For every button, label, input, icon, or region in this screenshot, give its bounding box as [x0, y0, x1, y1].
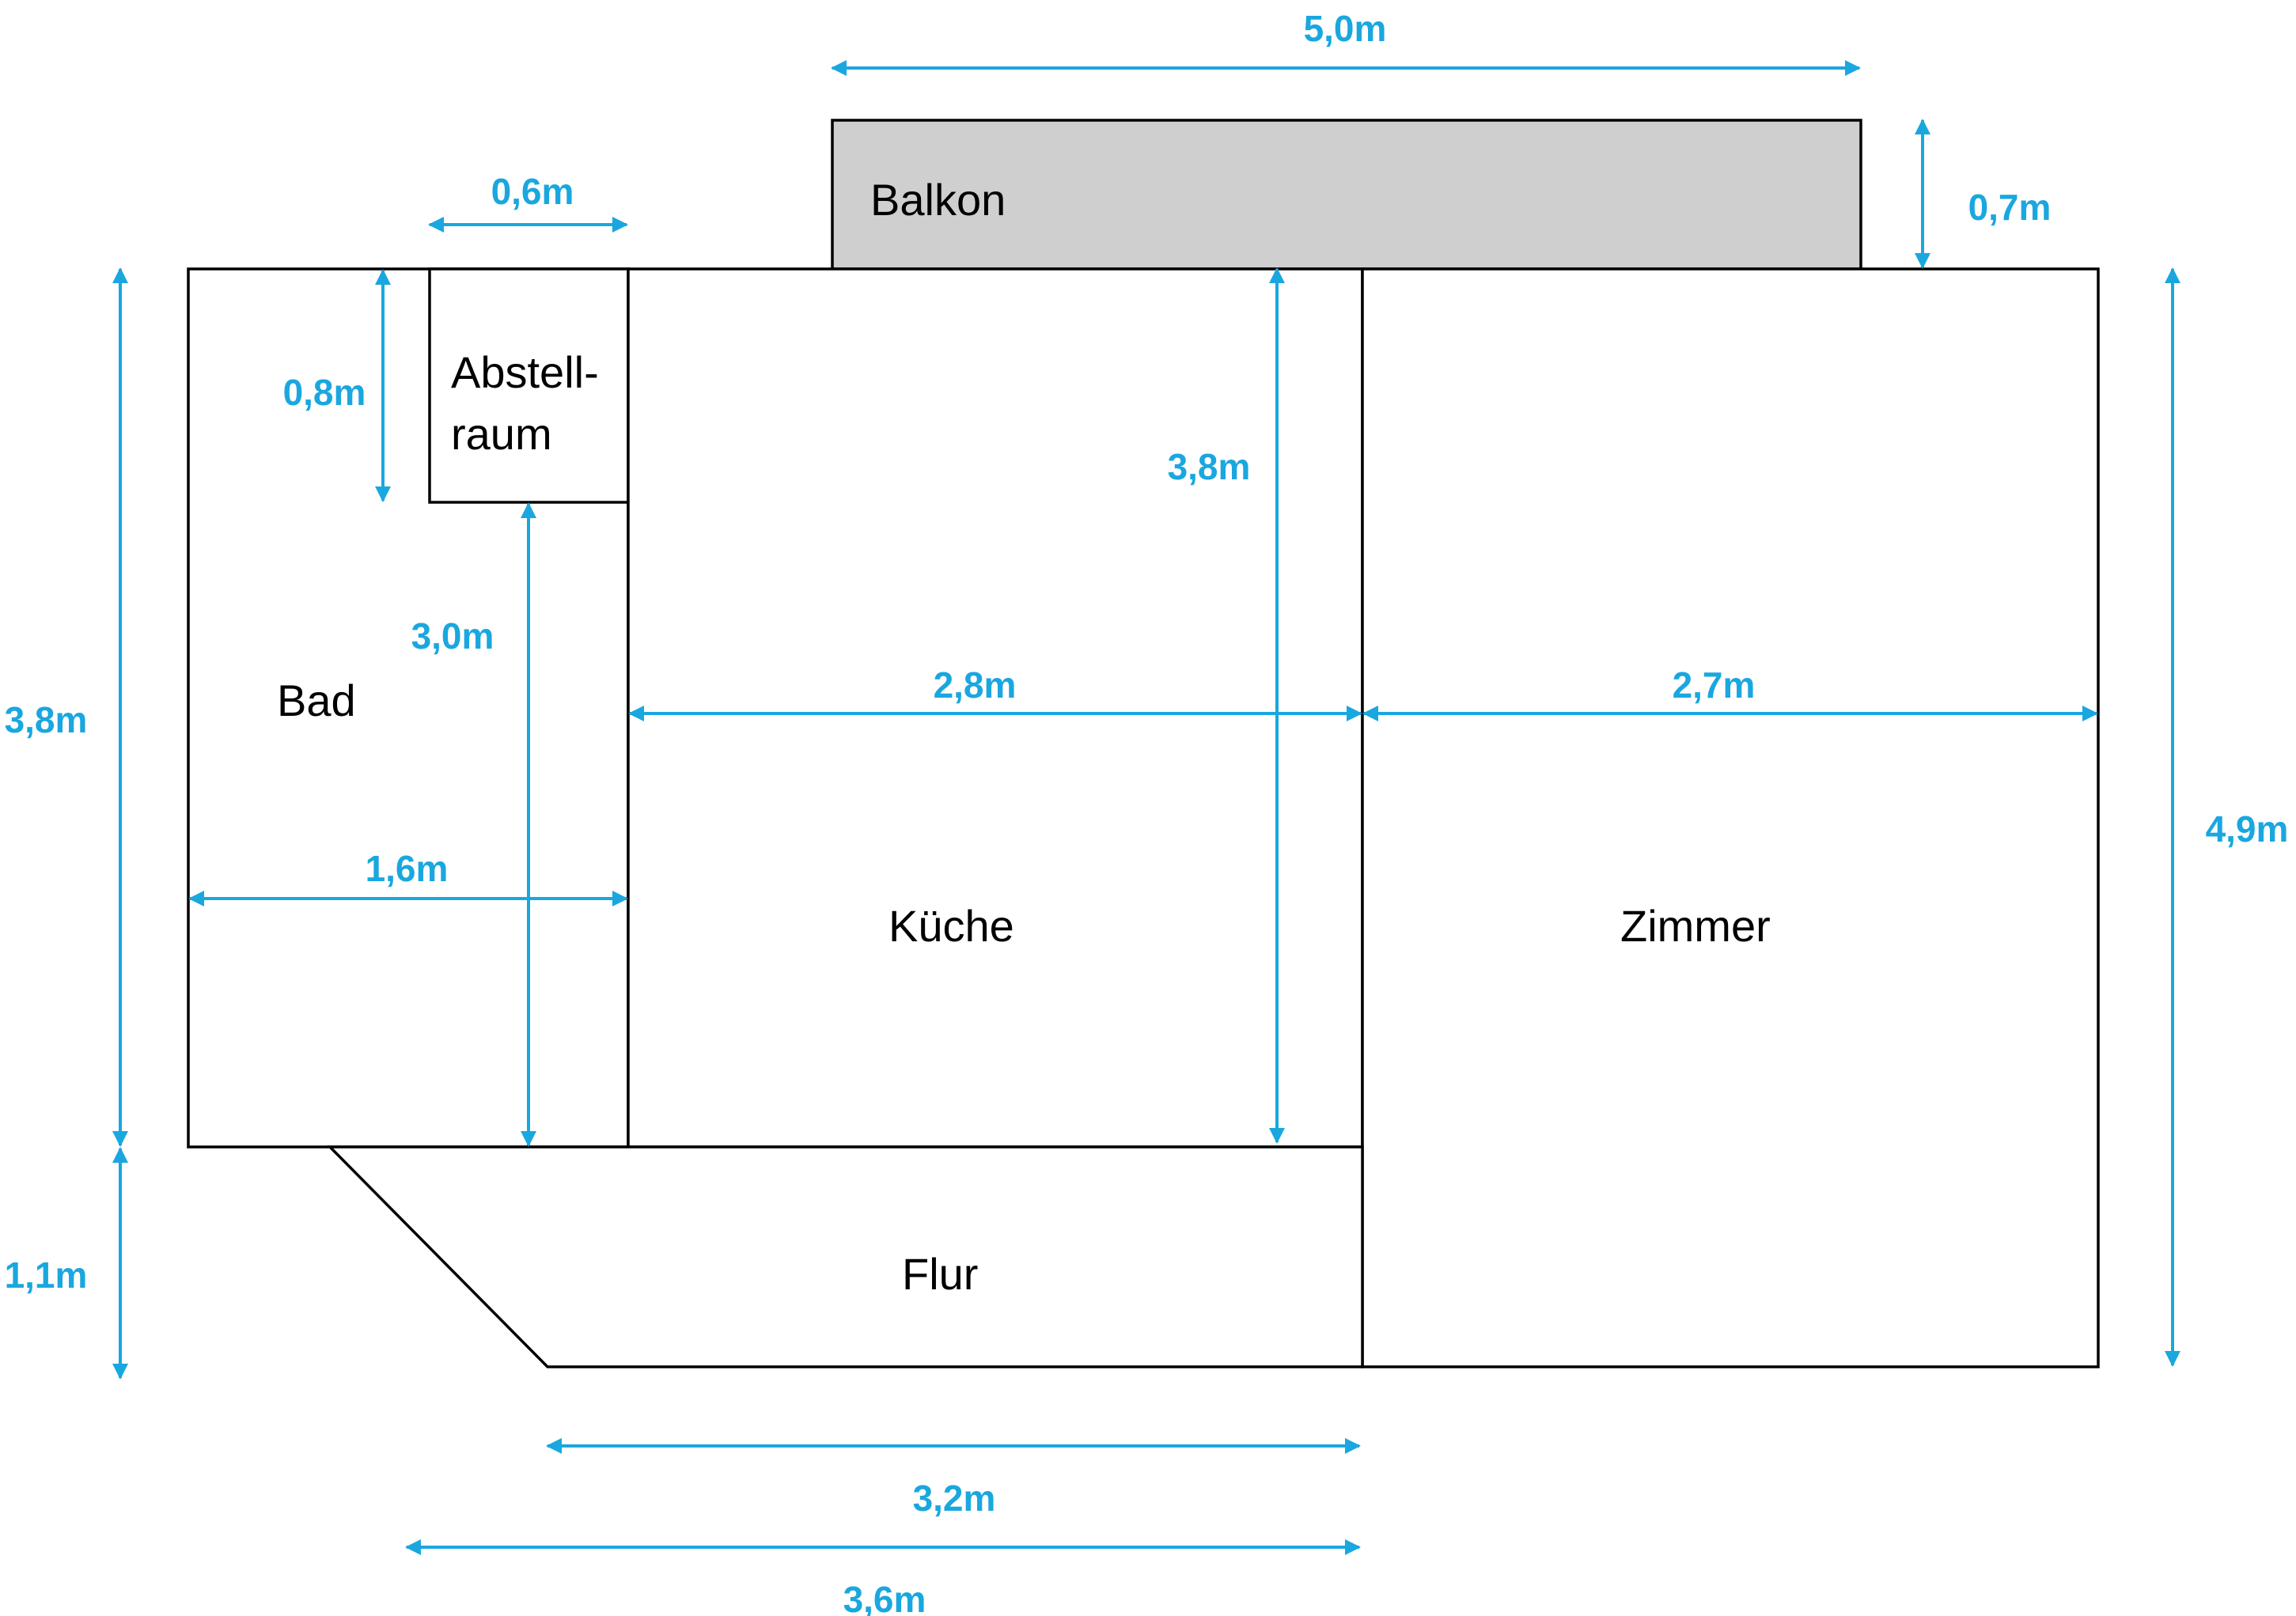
dim-flur-bottom-label: 3,2m: [913, 1478, 996, 1519]
dim-left-total-label: 3,8m: [5, 699, 88, 740]
zimmer-room: [1361, 267, 2100, 1368]
dim-kueche-width-label: 2,8m: [934, 664, 1017, 706]
flur-label: Flur: [902, 1249, 978, 1299]
dim-zimmer-height-label: 4,9m: [2206, 808, 2289, 850]
dim-kueche-height-label: 3,8m: [1168, 446, 1251, 487]
kueche-label: Küche: [888, 901, 1014, 951]
kueche-room: [627, 267, 1364, 1149]
abstellraum-label-line1: Abstell-: [451, 347, 599, 397]
balkon-label: Balkon: [870, 175, 1006, 225]
abstellraum-room: [428, 267, 630, 504]
dim-bad-height-label: 3,0m: [411, 615, 494, 657]
dim-abstellraum-depth-label: 0,8m: [283, 372, 366, 413]
dim-flur-total-label: 3,6m: [843, 1579, 926, 1616]
dim-flur-height-label: 1,1m: [5, 1255, 88, 1296]
zimmer-label: Zimmer: [1620, 901, 1771, 951]
balkon-area: [831, 119, 1862, 271]
dim-balkon-depth-label: 0,7m: [1968, 187, 2052, 228]
flur-room: [326, 1145, 1364, 1368]
dim-balkon-width-label: 5,0m: [1304, 8, 1387, 49]
dim-abstellraum-width-label: 0,6m: [491, 171, 574, 212]
dim-bad-width-label: 1,6m: [366, 848, 449, 889]
abstellraum-label-line2: raum: [451, 409, 552, 459]
bad-label: Bad: [277, 676, 356, 725]
dim-zimmer-width-label: 2,7m: [1673, 664, 1756, 706]
